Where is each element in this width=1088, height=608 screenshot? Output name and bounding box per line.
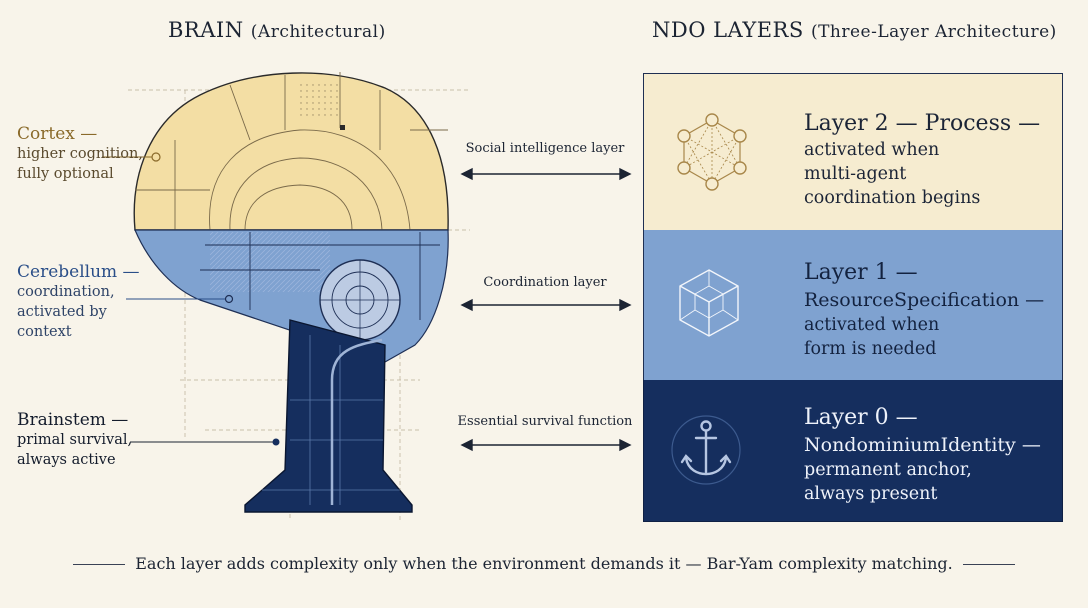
connector-social-label: Social intelligence layer (455, 141, 635, 156)
layer-1-desc-1: activated when (804, 313, 1044, 337)
cortex-texture (300, 80, 340, 120)
layer-1-panel: Layer 1 — ResourceSpecification — activa… (643, 230, 1063, 380)
layer-0-name-2: NondominiumIdentity — (804, 432, 1041, 458)
brainstem-name: Brainstem — (17, 410, 132, 430)
layer-2-desc-3: coordination begins (804, 186, 1040, 210)
connector-arrows (462, 169, 630, 450)
cortex-name: Cortex — (17, 124, 143, 144)
cortex-label: Cortex — higher cognition, fully optiona… (17, 124, 143, 184)
cerebellum-desc-3: context (17, 322, 140, 342)
layer-0-name: Layer 0 — (804, 404, 1041, 432)
cerebellum-desc-1: coordination, (17, 282, 140, 302)
brainstem-desc-1: primal survival, (17, 430, 132, 450)
footer-rule-left (73, 564, 125, 565)
brainstem-label: Brainstem — primal survival, always acti… (17, 410, 132, 470)
layer-2-name: Layer 2 — Process — (804, 110, 1040, 138)
layer-2-panel: Layer 2 — Process — activated when multi… (643, 73, 1063, 231)
footer-caption: Each layer adds complexity only when the… (0, 554, 1088, 573)
layer-0-desc-1: permanent anchor, (804, 458, 1041, 482)
footer-rule-right (963, 564, 1015, 565)
cortex-marker (152, 153, 160, 161)
cortex-mark (340, 125, 345, 130)
layer-1-name: Layer 1 — (804, 259, 1044, 287)
connector-essential-label: Essential survival function (455, 414, 635, 429)
cerebellum-label: Cerebellum — coordination, activated by … (17, 262, 140, 342)
layer-1-name-2: ResourceSpecification — (804, 287, 1044, 313)
connector-coordination-label: Coordination layer (455, 275, 635, 290)
layer-0-desc-2: always present (804, 482, 1041, 506)
layer-2-text: Layer 2 — Process — activated when multi… (804, 110, 1040, 210)
cerebellum-name: Cerebellum — (17, 262, 140, 282)
cortex-region (134, 73, 448, 230)
layer-0-text: Layer 0 — NondominiumIdentity — permanen… (804, 404, 1041, 506)
layer-2-desc-2: multi-agent (804, 162, 1040, 186)
brainstem-marker (273, 439, 279, 445)
cerebellum-marker (226, 296, 233, 303)
brainstem-desc-2: always active (17, 450, 132, 470)
layer-1-text: Layer 1 — ResourceSpecification — activa… (804, 259, 1044, 361)
footer-text: Each layer adds complexity only when the… (135, 554, 953, 573)
cube-icon (674, 266, 744, 342)
layer-0-panel: Layer 0 — NondominiumIdentity — permanen… (643, 380, 1063, 522)
layer-1-desc-2: form is needed (804, 337, 1044, 361)
cortex-desc-2: fully optional (17, 164, 143, 184)
layer-2-desc-1: activated when (804, 138, 1040, 162)
anchor-icon (666, 410, 746, 490)
cerebellum-texture (210, 232, 330, 292)
cortex-desc-1: higher cognition, (17, 144, 143, 164)
cerebellum-desc-2: activated by (17, 302, 140, 322)
network-graph-icon (672, 112, 752, 192)
